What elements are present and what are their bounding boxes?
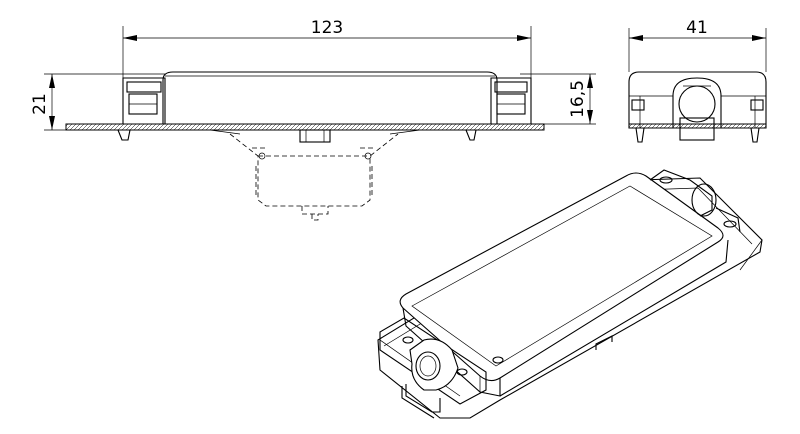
dimension-body-height: 16,5 [568,74,593,124]
dimension-length-label: 123 [311,18,343,38]
side-view: 41 [628,18,767,143]
isometric-view [377,169,763,419]
dimension-overall-height: 21 [30,74,55,130]
front-view: 123 21 16,5 [30,18,596,221]
dimension-width-label: 41 [686,18,708,38]
dimension-overall-height-label: 21 [30,93,50,115]
dimension-body-height-label: 16,5 [568,80,588,118]
dimension-width: 41 [629,18,766,41]
dimension-length: 123 [123,18,531,41]
hidden-outline [229,133,399,221]
